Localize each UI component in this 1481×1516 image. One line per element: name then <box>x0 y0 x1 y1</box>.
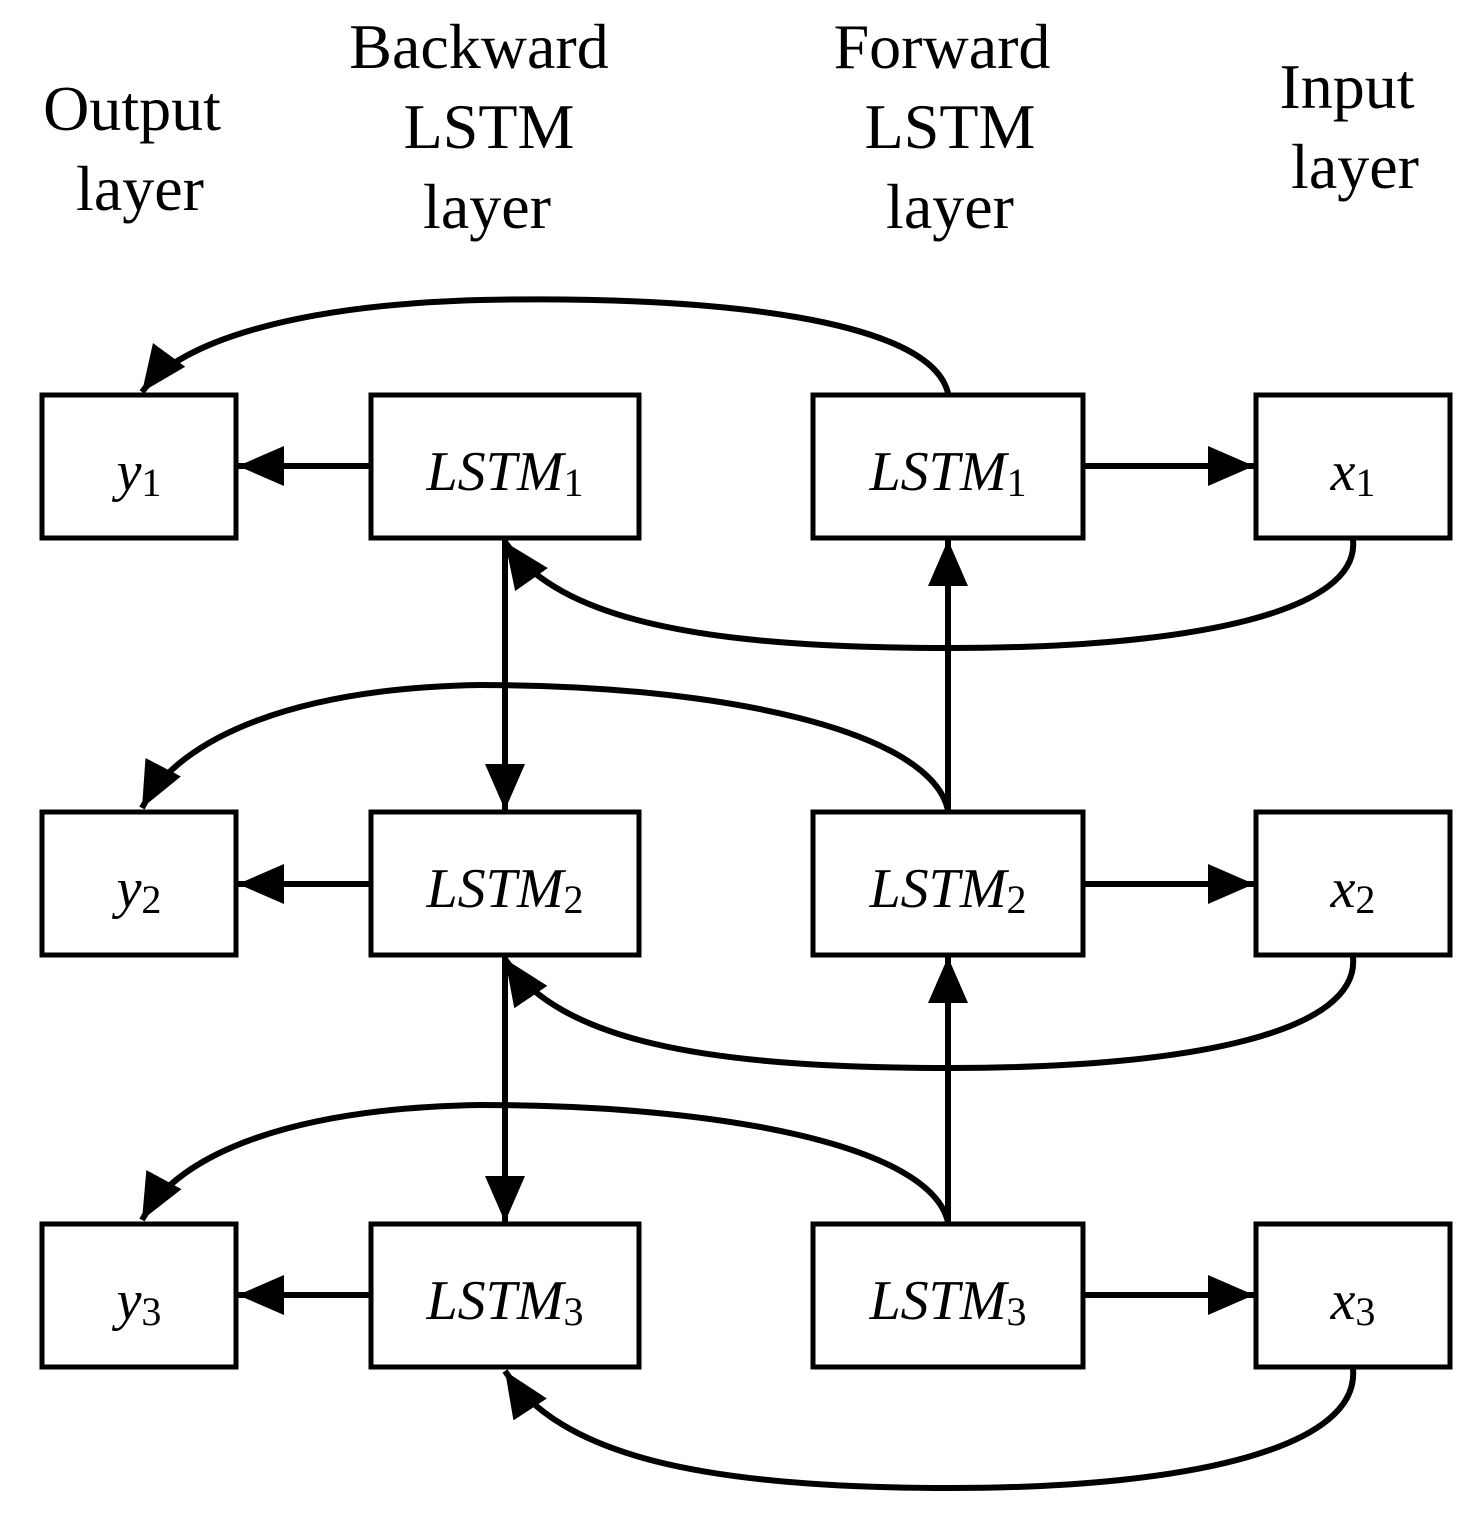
forward-lstm-node-3: LSTM3 <box>810 1221 1086 1370</box>
svg-text:LSTM2: LSTM2 <box>869 858 1027 922</box>
input-node-2: x2 <box>1253 809 1453 958</box>
svg-text:y2: y2 <box>112 858 162 922</box>
forward-lstm-layer-header: Forward LSTM layer <box>834 11 1067 242</box>
input-node-1: x1 <box>1253 392 1453 541</box>
edge-input3-to-backward3-curve <box>502 1368 1357 1492</box>
svg-text:x2: x2 <box>1330 858 1376 922</box>
svg-text:LSTM3: LSTM3 <box>426 1270 584 1334</box>
edge-forward1-to-output1-curve <box>139 296 951 394</box>
forward-lstm-node-2: LSTM2 <box>810 809 1086 958</box>
svg-text:LSTM3: LSTM3 <box>869 1270 1027 1334</box>
edge-forward2-to-output2-curve <box>139 681 951 811</box>
backward-lstm-node-1: LSTM1 <box>368 392 642 541</box>
backward-lstm-node-2: LSTM2 <box>368 809 642 958</box>
output-layer-header: Output layer <box>43 73 237 224</box>
output-node-3: y3 <box>39 1221 239 1370</box>
svg-text:LSTM2: LSTM2 <box>426 858 584 922</box>
svg-text:LSTM1: LSTM1 <box>426 441 584 505</box>
output-node-2: y2 <box>39 809 239 958</box>
input-node-3: x3 <box>1253 1221 1453 1370</box>
input-layer-header: Input layer <box>1279 51 1430 202</box>
svg-text:LSTM1: LSTM1 <box>869 441 1027 505</box>
edge-forward3-to-output3-curve <box>139 1101 951 1223</box>
forward-lstm-node-1: LSTM1 <box>810 392 1086 541</box>
backward-lstm-node-3: LSTM3 <box>368 1221 642 1370</box>
svg-text:x1: x1 <box>1330 441 1376 505</box>
edge-input2-to-backward2-curve <box>502 956 1357 1072</box>
svg-text:y1: y1 <box>112 441 162 505</box>
backward-lstm-layer-header: Backward LSTM layer <box>349 11 624 242</box>
output-node-1: y1 <box>39 392 239 541</box>
svg-text:x3: x3 <box>1330 1270 1376 1334</box>
edge-input1-to-backward1-curve <box>502 539 1357 652</box>
svg-text:y3: y3 <box>112 1270 162 1334</box>
